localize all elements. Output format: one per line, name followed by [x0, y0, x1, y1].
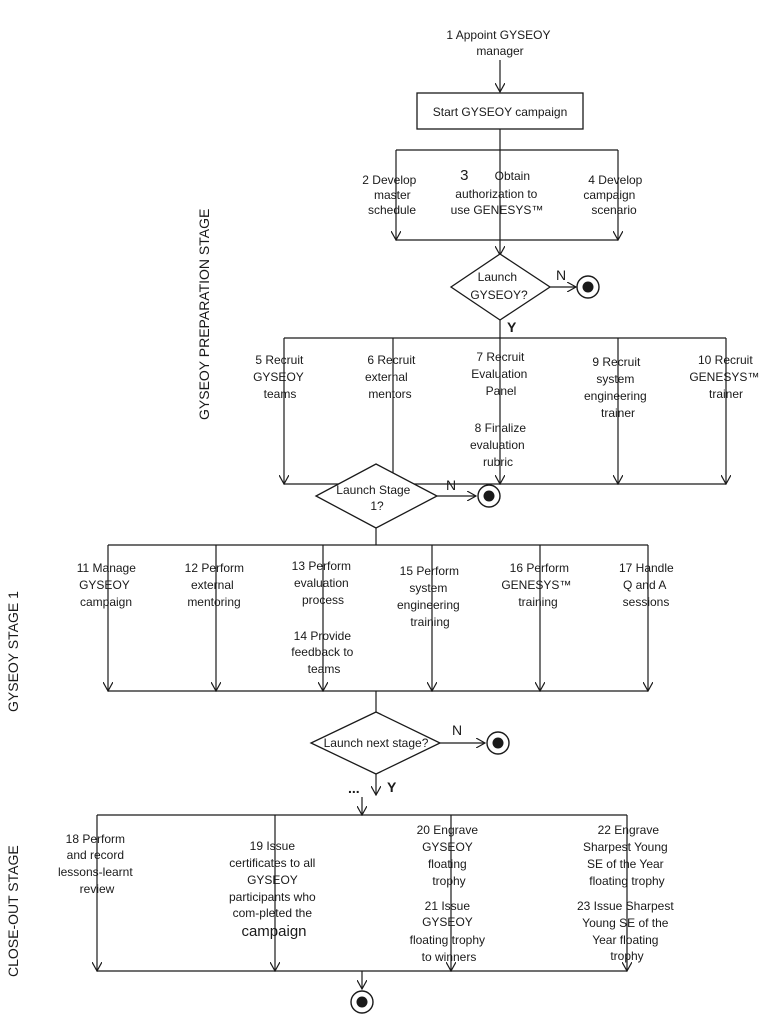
yes-label: Y — [387, 779, 397, 795]
task-20-label: 20 Engrave GYSEOY floating trophy — [417, 823, 482, 888]
task-22-label: 22 Engrave Sharpest Young SE of the Year… — [583, 823, 671, 888]
stage-label-closeout: CLOSE-OUT STAGE — [5, 845, 21, 977]
end-node-icon — [350, 990, 374, 1014]
task-16-label: 16 Perform GENESYS™ training — [501, 561, 574, 609]
task-1-label: 1 Appoint GYSEOY manager — [446, 28, 553, 58]
no-label: N — [452, 722, 462, 738]
task-2-label: 2 Develop master schedule — [362, 173, 419, 217]
task-12-label: 12 Perform external mentoring — [185, 561, 248, 609]
end-node-icon — [477, 484, 501, 508]
decision-launch-gyseoy — [449, 253, 552, 321]
task-23-label: 23 Issue Sharpest Young SE of the Year f… — [577, 899, 677, 963]
task-19-label: 19 Issue certificates to all GYSEOY part… — [229, 839, 319, 940]
decision-launch-stage1-label: Launch Stage 1? — [336, 483, 413, 513]
task-15-label: 15 Perform system engineering training — [397, 564, 463, 629]
task-3-label: 3 Obtain authorization to use GENESYS™ — [451, 167, 544, 217]
continuation-ellipsis: ... — [348, 780, 360, 796]
task-13-label: 13 Perform evaluation process — [292, 559, 355, 607]
end-node-icon — [486, 731, 510, 755]
end-node-icon — [576, 275, 600, 299]
stage-label-preparation: GYSEOY PREPARATION STAGE — [196, 209, 212, 420]
task-6-label: 6 Recruit external mentors — [365, 353, 419, 401]
stage-label-stage1: GYSEOY STAGE 1 — [5, 591, 21, 712]
no-label: N — [446, 477, 456, 493]
task-17-label: 17 Handle Q and A sessions — [619, 561, 677, 609]
task-11-label: 11 Manage GYSEOY campaign — [77, 561, 140, 609]
decision-launch-next-stage-label: Launch next stage? — [324, 736, 429, 750]
task-10-label: 10 Recruit GENESYS™ trainer — [689, 353, 762, 401]
task-9-label: 9 Recruit system engineering trainer — [584, 355, 650, 420]
task-8-label: 8 Finalize evaluation rubric — [470, 421, 529, 469]
yes-label: Y — [507, 319, 517, 335]
decision-launch-gyseoy-label: Launch GYSEOY? — [470, 270, 528, 302]
task-4-label: 4 Develop campaign scenario — [583, 173, 645, 217]
task-5-label: 5 Recruit GYSEOY teams — [253, 353, 307, 401]
start-campaign-label: Start GYSEOY campaign — [433, 105, 568, 119]
task-18-label: 18 Perform and record lessons-learnt rev… — [58, 832, 136, 896]
task-21-label: 21 Issue GYSEOY floating trophy to winne… — [410, 899, 489, 964]
task-7-label: 7 Recruit Evaluation Panel — [471, 350, 530, 398]
task-14-label: 14 Provide feedback to teams — [291, 629, 356, 676]
no-label: N — [556, 267, 566, 283]
